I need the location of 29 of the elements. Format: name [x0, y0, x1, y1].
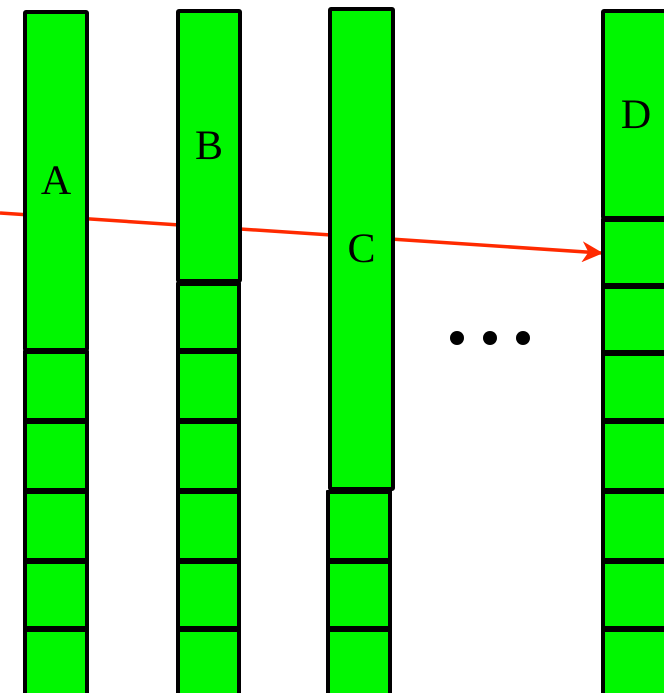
- column-cell: [176, 628, 241, 693]
- block-label: A: [40, 160, 72, 202]
- column-cell: [601, 420, 664, 492]
- column-cell: [176, 350, 241, 422]
- labeled-block: [601, 9, 664, 220]
- column-cell: [601, 490, 664, 562]
- labeled-block: [328, 7, 395, 491]
- labeled-block: [23, 10, 89, 352]
- column-cell: [601, 560, 664, 630]
- column-cell: [326, 628, 392, 693]
- column-cell: [23, 420, 89, 492]
- column-cell: [23, 350, 89, 422]
- column-cell: [326, 490, 392, 562]
- column-cell: [23, 490, 89, 562]
- column-cell: [601, 628, 664, 693]
- column-cell: [23, 560, 89, 630]
- column-cell: [601, 218, 664, 287]
- labeled-block: [176, 9, 242, 283]
- column-cell: [176, 420, 241, 492]
- column-cell: [326, 560, 392, 630]
- column-cell: [601, 285, 664, 354]
- block-label: B: [194, 125, 223, 167]
- block-label: D: [620, 94, 652, 136]
- block-label: C: [347, 228, 376, 270]
- column-cell: [176, 282, 241, 352]
- column-cell: [23, 628, 89, 693]
- column-cell: [176, 560, 241, 630]
- column-cell: [176, 490, 241, 562]
- column-cell: [601, 352, 664, 422]
